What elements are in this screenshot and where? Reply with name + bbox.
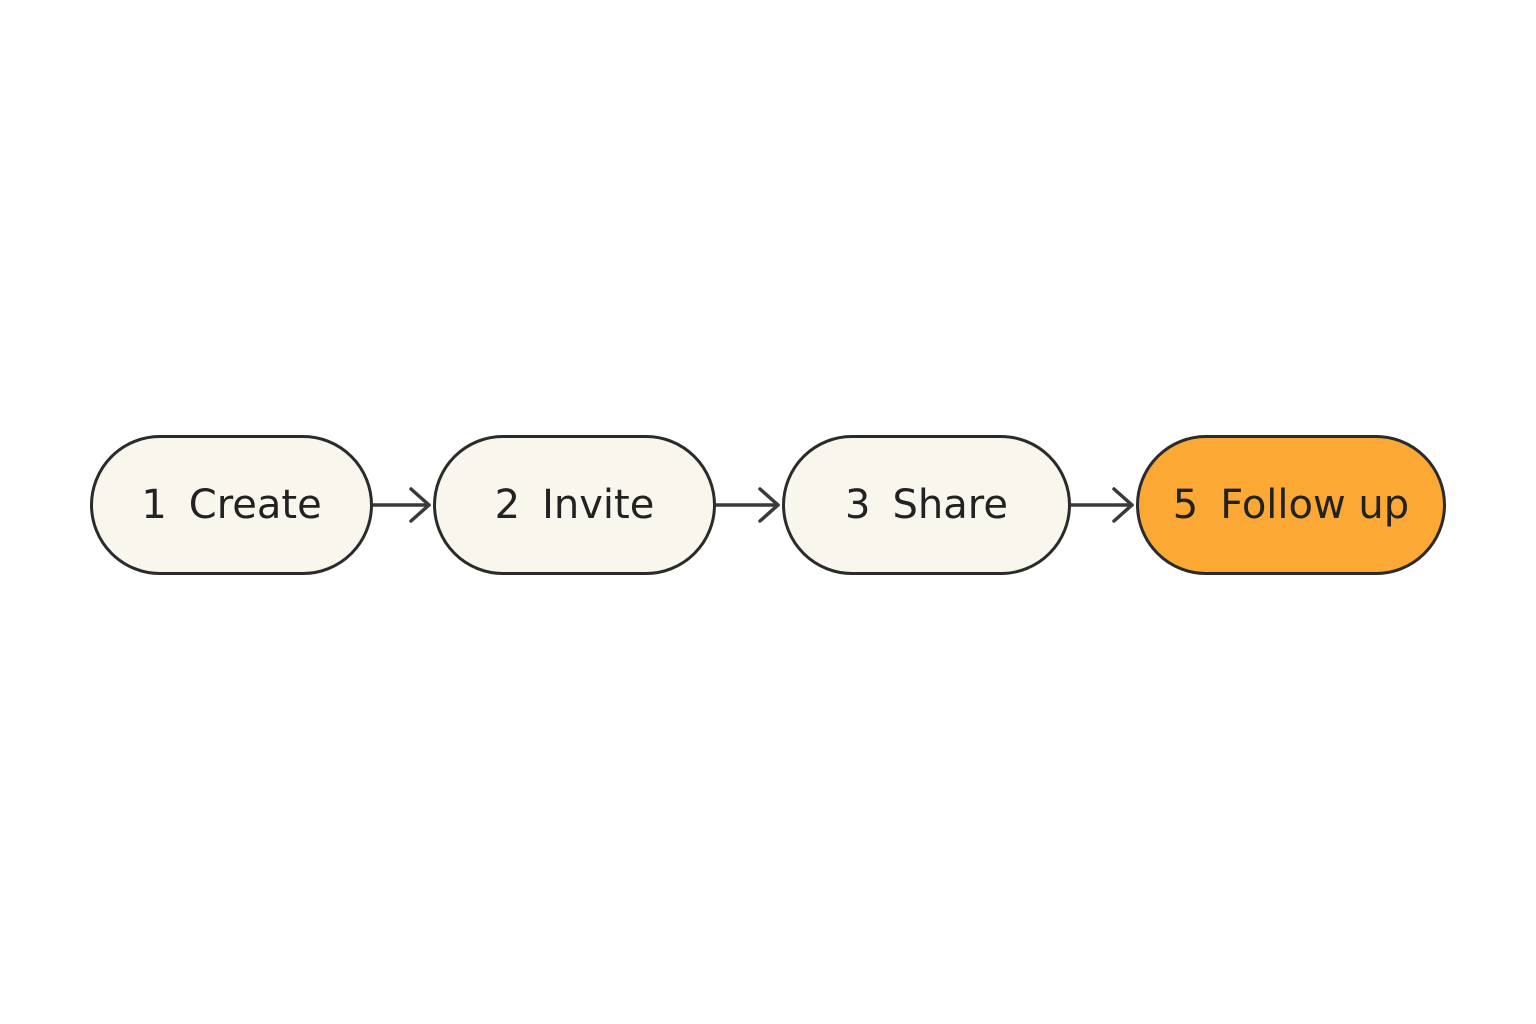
arrow-right-icon — [373, 487, 431, 523]
step-label: Create — [188, 482, 322, 528]
arrow-right-icon — [716, 487, 780, 523]
step-share: 3 Share — [782, 435, 1071, 575]
step-number: 3 — [845, 482, 871, 528]
step-label: Share — [892, 482, 1008, 528]
step-number: 2 — [494, 482, 521, 528]
step-label: Follow up — [1220, 482, 1410, 528]
step-invite: 2 Invite — [433, 435, 716, 575]
step-label: Invite — [542, 482, 655, 528]
step-number: 5 — [1172, 482, 1199, 528]
step-create: 1 Create — [90, 435, 373, 575]
arrow-right-icon — [1071, 487, 1134, 523]
step-follow-up: 5 Follow up — [1136, 435, 1446, 575]
step-number: 1 — [141, 482, 167, 528]
